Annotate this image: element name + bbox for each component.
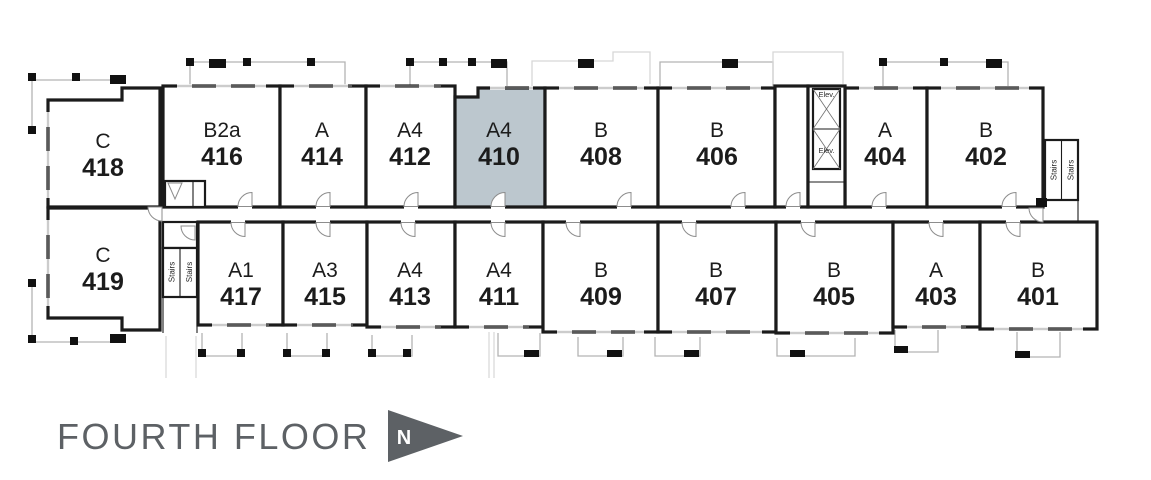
unit-409[interactable]: B 409 [541, 218, 660, 334]
stairs-label: Stairs [185, 262, 194, 282]
title-block: FOURTH FLOOR N [57, 410, 463, 462]
elevator-label: Elev. [818, 146, 834, 155]
unit-type: B [709, 259, 723, 282]
unit-418[interactable]: C 418 [46, 86, 162, 209]
unit-type: C [95, 130, 110, 153]
unit-411[interactable]: A4 411 [453, 218, 545, 329]
unit-number: 413 [389, 283, 431, 311]
unit-type: A4 [486, 119, 512, 142]
elevator-core: Elev. Elev. [773, 84, 847, 211]
unit-number: 404 [864, 143, 906, 171]
unit-414[interactable]: A 414 [278, 84, 368, 211]
floor-title: FOURTH FLOOR [57, 416, 370, 457]
unit-number: 407 [695, 283, 737, 311]
unit-type: B2a [203, 119, 241, 142]
unit-type: B [1031, 259, 1045, 282]
stairwell-left: Stairs Stairs [161, 220, 199, 333]
balcony-railings [28, 51, 1061, 378]
unit-419[interactable]: C 419 [46, 206, 162, 332]
unit-415[interactable]: A3 415 [281, 218, 369, 327]
unit-type: A1 [228, 259, 254, 282]
unit-404[interactable]: A 404 [843, 86, 929, 211]
unit-number: 414 [301, 143, 343, 171]
units: C 418 B2a 416 A 414 A4 [46, 84, 1099, 335]
unit-413[interactable]: A4 413 [365, 218, 457, 329]
unit-405[interactable]: B 405 [774, 218, 895, 335]
unit-type: A4 [397, 259, 423, 282]
unit-number: 412 [389, 143, 431, 171]
unit-type: B [710, 119, 724, 142]
unit-number: 415 [304, 283, 346, 311]
unit-417[interactable]: A1 417 [196, 218, 285, 327]
unit-401[interactable]: B 401 [978, 218, 1099, 331]
stairwell-right: Stairs Stairs [1028, 138, 1080, 223]
unit-number: 402 [965, 143, 1007, 171]
unit-type: B [594, 259, 608, 282]
unit-403[interactable]: A 403 [891, 218, 982, 329]
unit-number: 419 [82, 268, 124, 296]
unit-type: A4 [397, 119, 423, 142]
unit-number: 406 [696, 143, 738, 171]
unit-type: A3 [312, 259, 338, 282]
unit-408[interactable]: B 408 [543, 86, 660, 211]
unit-number: 411 [479, 283, 519, 311]
unit-number: 409 [580, 283, 622, 311]
unit-number: 405 [813, 283, 855, 311]
unit-type: A [929, 259, 943, 282]
unit-410[interactable]: A4 410 [453, 86, 547, 211]
north-arrow-icon: N [388, 410, 463, 462]
stairs-label: Stairs [1067, 160, 1076, 180]
elevator-label: Elev. [818, 90, 834, 99]
unit-number: 416 [201, 143, 243, 171]
unit-412[interactable]: A4 412 [364, 84, 457, 211]
unit-416[interactable]: B2a 416 [161, 84, 282, 211]
unit-type: A [315, 119, 329, 142]
unit-number: 408 [580, 143, 622, 171]
unit-number: 417 [220, 283, 262, 311]
north-label: N [397, 427, 411, 449]
unit-type: A [878, 119, 892, 142]
unit-type: B [594, 119, 608, 142]
unit-type: B [827, 259, 841, 282]
unit-407[interactable]: B 407 [656, 218, 778, 334]
unit-type: A4 [486, 259, 512, 282]
unit-number: 418 [82, 154, 124, 182]
unit-406[interactable]: B 406 [656, 86, 777, 211]
stairs-label: Stairs [1050, 160, 1059, 180]
unit-number: 410 [478, 143, 520, 171]
unit-402[interactable]: B 402 [925, 86, 1045, 211]
unit-type: C [95, 244, 110, 267]
unit-number: 403 [915, 283, 957, 311]
unit-number: 401 [1017, 283, 1059, 311]
stairs-label: Stairs [168, 262, 177, 282]
unit-type: B [979, 119, 993, 142]
corridor-door [147, 206, 163, 222]
